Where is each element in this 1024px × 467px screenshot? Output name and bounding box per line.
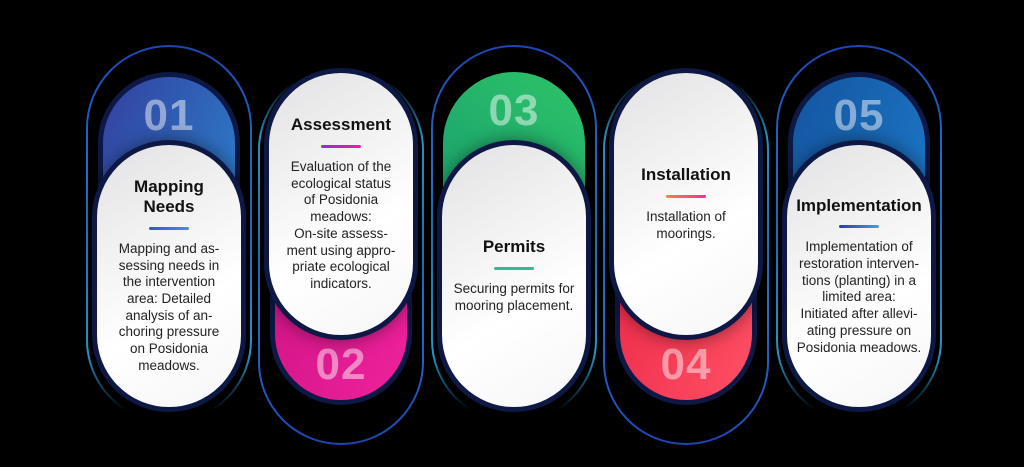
step-number: 04 [660, 340, 712, 389]
title-underline [321, 144, 361, 148]
step-title: Installation [641, 165, 731, 185]
step-outline-arc [431, 45, 597, 423]
title-underline [666, 195, 706, 199]
step-card: Implementation Implementation of restora… [782, 140, 936, 412]
step-title: Implementation [796, 195, 922, 215]
step-description: Installation of moorings. [646, 209, 726, 241]
step-title: Assessment [290, 115, 392, 135]
step-card: Mapping Needs Mapping and as- sessing ne… [92, 140, 246, 412]
title-underline [494, 267, 534, 271]
step-description: Securing permits for mooring placement. [453, 281, 575, 313]
step-card: Permits Securing permits for mooring pla… [437, 140, 591, 412]
step-card: Installation Installation of moorings. [609, 68, 763, 340]
step-3: 03 Permits Securing permits for mooring … [431, 0, 597, 467]
step-4: 04 Installation Installation of moorings… [603, 0, 769, 467]
step-description: Evaluation of the ecological status of P… [286, 158, 396, 292]
step-title: Permits [482, 237, 546, 257]
step-5: 05 Implementation Implementation of rest… [776, 0, 942, 467]
step-number: 02 [315, 340, 367, 389]
title-underline [839, 225, 879, 229]
step-2: 02 Assessment Evaluation of the ecologic… [258, 0, 424, 467]
step-number: 03 [488, 86, 540, 135]
step-outline-arc [776, 45, 942, 423]
step-number: 01 [143, 91, 195, 140]
step-description: Mapping and as- sessing needs in the int… [118, 240, 220, 373]
step-description: Implementation of restoration interven- … [796, 239, 922, 355]
step-outline-arc [86, 45, 252, 423]
step-1: 01 Mapping Needs Mapping and as- sessing… [86, 0, 252, 467]
step-number: 05 [833, 91, 885, 140]
step-card: Assessment Evaluation of the ecological … [264, 68, 418, 340]
title-underline [149, 226, 189, 230]
step-title: Mapping Needs [134, 177, 204, 217]
